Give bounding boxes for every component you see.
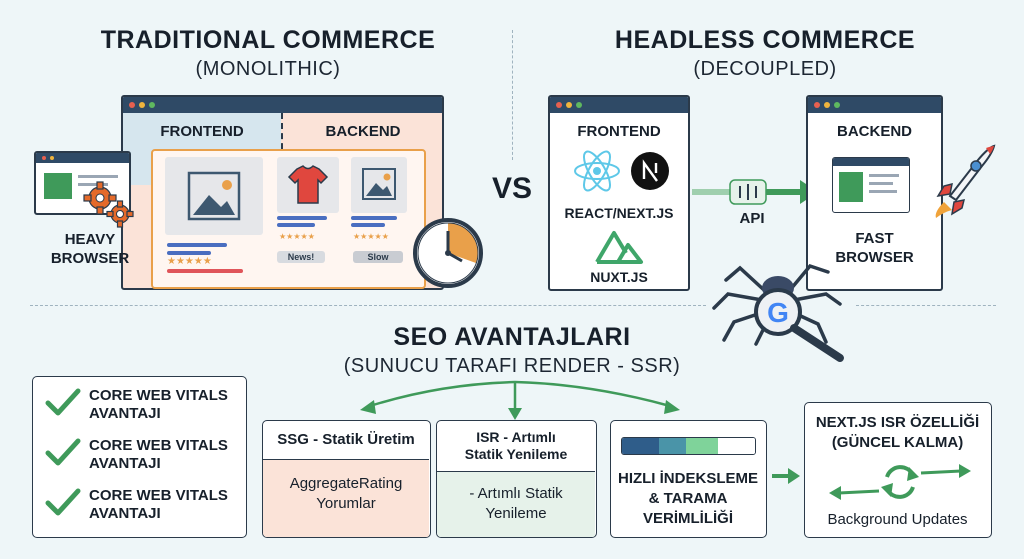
isr-card: ISR - Artımlı Statik Yenileme - Artımlı … [436,420,597,538]
news-badge: News! [277,251,325,263]
background-updates-label: Background Updates [827,511,968,528]
ssg-body: AggregateRating Yorumlar [263,459,429,537]
horizontal-divider [856,305,996,306]
vs-label: VS [491,172,533,205]
traditional-backend-label: BACKEND [325,123,401,140]
rating-stars-icon: ★★★★★ [353,232,389,241]
checkmark-icon [45,488,81,516]
isr-body-line2: Yenileme [485,505,547,522]
refresh-cycle-icon [825,459,975,503]
rating-stars-icon: ★★★★★ [279,232,315,241]
headless-backend-label: BACKEND [837,123,912,140]
fast-browser-label: FAST BROWSER [835,230,914,266]
ssg-title: SSG - Statik Üretim [277,431,415,448]
checkmark-icon [45,438,81,466]
nextjs-isr-title: NEXT.JS ISR ÖZELLİĞİ (GÜNCEL KALMA) [815,414,980,451]
right-arrow-icon [772,466,802,486]
horizontal-divider [30,305,706,306]
react-nextjs-label: REACT/NEXT.JS [564,205,674,221]
tshirt-icon [277,157,339,213]
nuxt-icon [594,229,644,265]
product-panel: ★★★★★ ★★★★★ News! ★★★★★ Slow [151,149,426,289]
svg-text:G: G [767,297,789,328]
headless-frontend-window: FRONTEND REACT/NEXT.JS NUXT.JS [548,95,690,291]
ssg-body-line2: Yorumlar [316,495,376,512]
ssg-body-line1: AggregateRating [289,475,403,492]
api-label: API [739,210,765,227]
branch-arrows-icon [330,376,700,426]
fast-browser-window [832,157,910,213]
window-titlebar [123,97,442,113]
heavy-browser-label: HEAVY BROWSER [50,231,130,267]
image-placeholder-icon [351,157,407,213]
api-connector-arrow-icon [692,170,820,214]
progress-bar [621,437,756,455]
isr-title: ISR - Artımlı Statik Yenileme [464,429,568,462]
seo-subtitle: (SUNUCU TARAFI RENDER - SSR) [343,355,681,377]
traditional-frontend-label: FRONTEND [160,123,244,140]
clock-icon [410,215,486,291]
indexing-card: HIZLI İNDEKSLEME & TARAMA VERİMLİLİĞİ [610,420,767,538]
isr-body: - Artımlı Statik Yenileme [437,471,595,537]
traditional-subtitle: (MONOLITHIC) [195,58,341,80]
nextjs-isr-card: NEXT.JS ISR ÖZELLİĞİ (GÜNCEL KALMA) Back… [804,402,992,538]
nuxtjs-label: NUXT.JS [590,269,648,285]
headless-backend-window: BACKEND FAST BROWSER [806,95,943,291]
gears-icon [80,180,136,230]
rocket-icon [930,140,1000,220]
traditional-title: TRADITIONAL COMMERCE [100,26,436,54]
heavy-browser-window [34,151,131,215]
headless-frontend-label: FRONTEND [577,123,661,140]
image-placeholder-icon [165,157,263,235]
ssg-card: SSG - Statik Üretim AggregateRating Yoru… [262,420,431,538]
rating-stars-icon: ★★★★★ [167,256,212,267]
checkmark-icon [45,388,81,416]
nextjs-icon [630,151,670,191]
spider-search-icon: G [706,240,852,364]
slow-badge: Slow [353,251,403,263]
headless-title: HEADLESS COMMERCE [614,26,916,54]
vertical-divider [512,30,513,160]
indexing-label: HIZLI İNDEKSLEME & TARAMA VERİMLİLİĞİ [617,470,758,527]
seo-title: SEO AVANTAJLARI [393,323,631,351]
react-icon [572,147,622,195]
headless-subtitle: (DECOUPLED) [693,58,837,80]
isr-body-line1: - Artımlı Statik [469,485,563,502]
